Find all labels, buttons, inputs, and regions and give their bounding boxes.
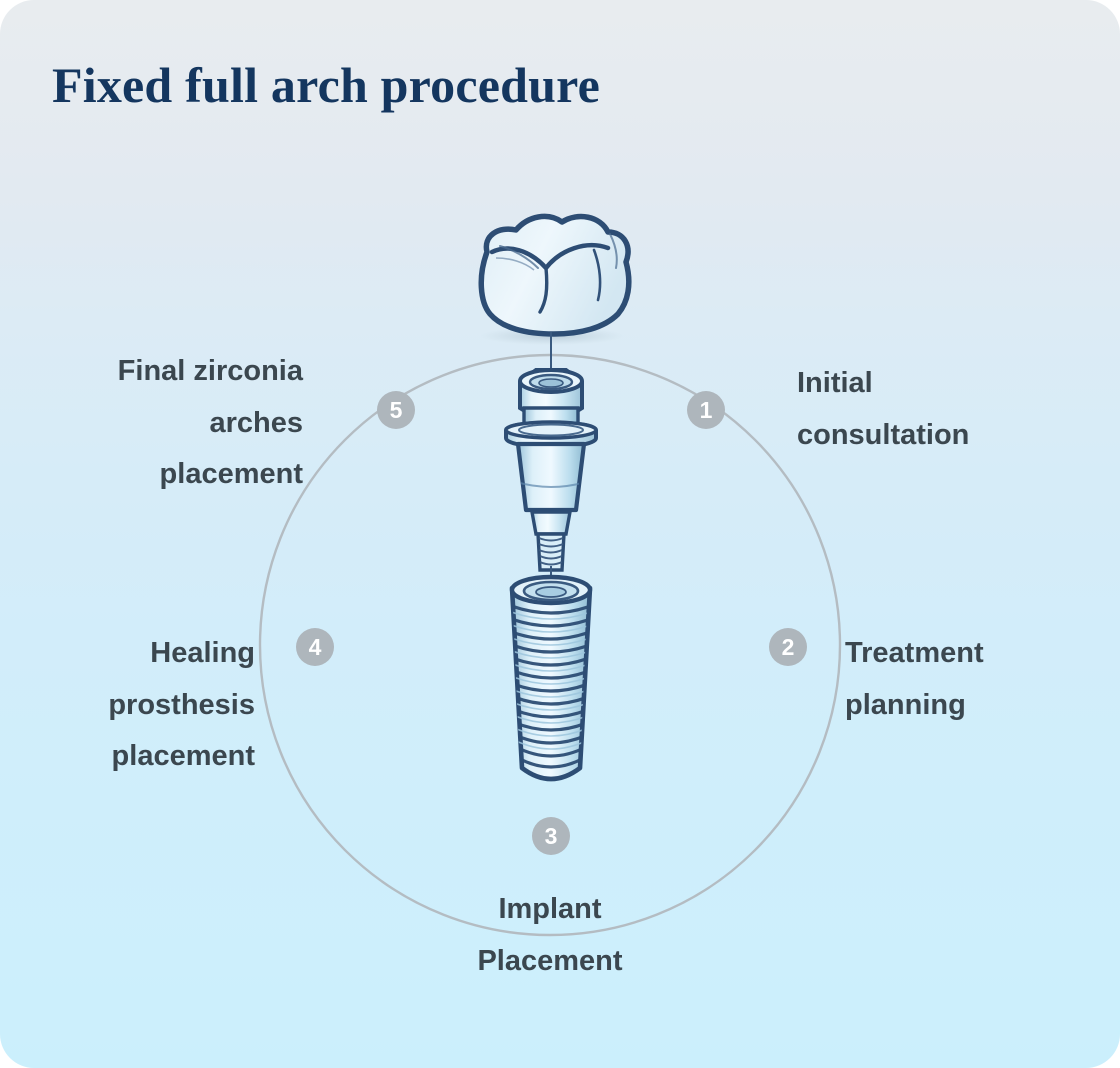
step-marker-5-number: 5 (390, 397, 403, 423)
step-label-implant-placement: Implant Placement (477, 893, 623, 977)
step-marker-2-number: 2 (782, 634, 795, 660)
step-label-treatment-planning: Treatment planning (845, 637, 984, 721)
crown-illustration (478, 213, 632, 345)
step-marker-4[interactable]: 4 (296, 628, 334, 666)
step-marker-3-number: 3 (545, 823, 558, 849)
implant-screw-illustration (509, 574, 593, 782)
page-title: Fixed full arch procedure (52, 57, 601, 113)
step-marker-1-number: 1 (700, 397, 713, 423)
abutment-illustration (504, 368, 598, 572)
step-label-healing-prosthesis: Healing prosthesis placement (108, 637, 255, 773)
step-marker-2[interactable]: 2 (769, 628, 807, 666)
step-marker-5[interactable]: 5 (377, 391, 415, 429)
step-marker-1[interactable]: 1 (687, 391, 725, 429)
step-marker-3[interactable]: 3 (532, 817, 570, 855)
step-marker-4-number: 4 (309, 634, 322, 660)
step-label-final-zirconia-arches: Final zirconia arches placement (117, 355, 303, 491)
step-label-initial-consultation: Initial consultation (797, 367, 970, 451)
